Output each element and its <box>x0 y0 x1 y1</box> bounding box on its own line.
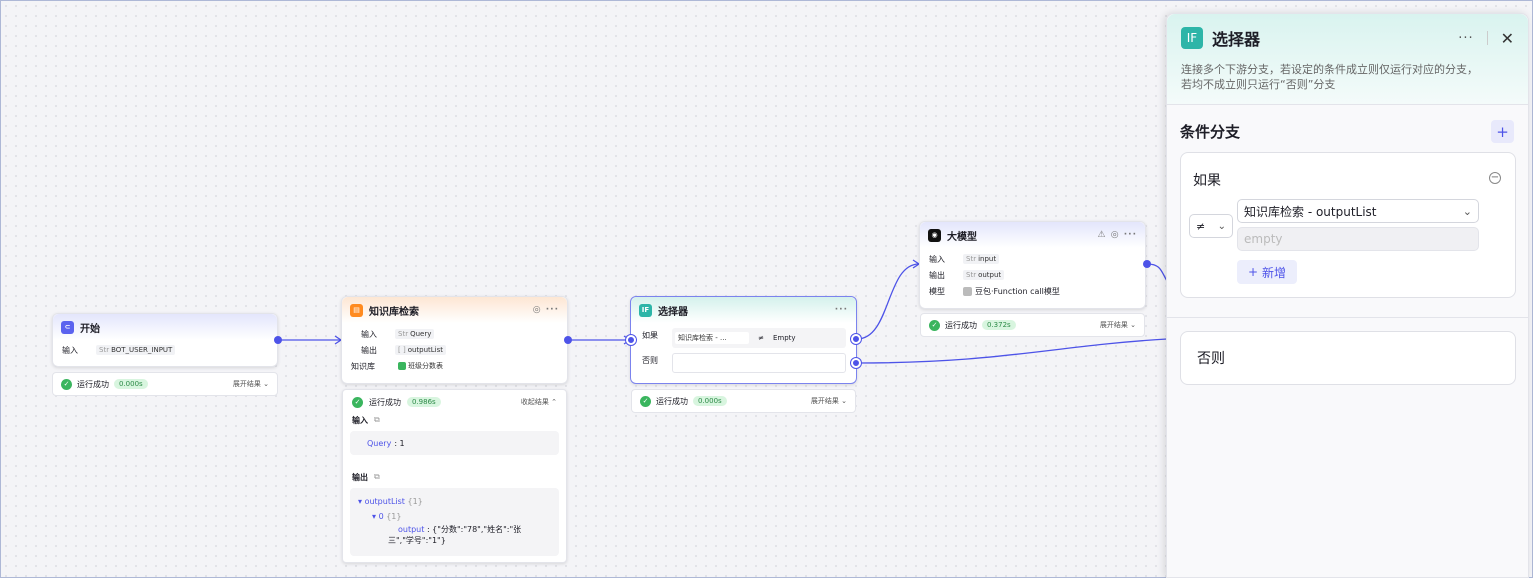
kb-knowledge-chip: 班级分数表 <box>395 360 446 372</box>
if-branch-title: 如果 <box>1193 173 1221 189</box>
if-icon: IF <box>639 303 652 317</box>
kb-output-label: 输出 <box>361 345 377 355</box>
selector-result-bar: ✓ 运行成功 0.000s 展开结果 ⌄ <box>631 389 856 413</box>
check-icon: ✓ <box>640 395 651 407</box>
kb-time-badge: 0.986s <box>407 397 441 407</box>
selector-if-label: 如果 <box>642 331 658 340</box>
selector-input-port[interactable] <box>626 335 636 345</box>
selector-time-badge: 0.000s <box>693 396 727 406</box>
knowledge-icon: ▤ <box>350 303 363 317</box>
kb-status: 运行成功 <box>369 397 401 407</box>
check-icon: ✓ <box>929 319 940 331</box>
kb-res-output-tree: ▾ outputList {1} ▾ 0 {1} output : {"分数":… <box>350 488 559 556</box>
selector-more-icon[interactable]: ··· <box>834 305 848 315</box>
llm-time-badge: 0.372s <box>982 320 1016 330</box>
kb-more-icon[interactable]: ◎ ··· <box>532 305 559 315</box>
chevron-down-icon: ⌄ <box>1462 204 1472 218</box>
panel-title: 选择器 <box>1212 30 1261 49</box>
llm-model-value: 豆包·Function call模型 <box>963 286 1060 297</box>
else-branch-title: 否则 <box>1197 351 1225 367</box>
wire-selector-else <box>856 338 1168 364</box>
kb-collapse-button[interactable]: 收起结果 ⌃ <box>520 398 557 406</box>
else-branch-card: 否则 <box>1180 331 1516 385</box>
if-icon: IF <box>1181 27 1203 49</box>
if-branch-card: 如果 − ≠⌄ 知识库检索 - outputList⌄ empty +新增 <box>1180 152 1516 298</box>
close-icon[interactable]: ✕ <box>1500 28 1514 48</box>
add-condition-button[interactable]: +新增 <box>1237 260 1297 284</box>
start-expand-button[interactable]: 展开结果 ⌄ <box>232 380 269 388</box>
llm-result-bar: ✓ 运行成功 0.372s 展开结果 ⌄ <box>920 313 1145 337</box>
remove-branch-icon[interactable]: − <box>1489 172 1501 184</box>
llm-input-label: 输入 <box>929 254 945 264</box>
kb-result-panel: ✓ 运行成功 0.986s 收起结果 ⌃ 输入 ⧉ Query: 1 输出 ⧉ ▾ … <box>342 389 567 563</box>
start-status: 运行成功 <box>77 379 109 389</box>
llm-model-label: 模型 <box>929 286 945 296</box>
copy-icon[interactable]: ⧉ <box>374 472 380 481</box>
plus-icon: + <box>1247 265 1259 279</box>
panel-header: IF 选择器 ··· ✕ 连接多个下游分支，若设定的条件成立则仅运行对应的分支，… <box>1167 14 1528 104</box>
selector-condition: 知识库检索 - ... ≠ Empty <box>672 328 846 348</box>
start-result-bar: ✓ 运行成功 0.000s 展开结果 ⌄ <box>52 372 278 396</box>
llm-expand-button[interactable]: 展开结果 ⌄ <box>1099 321 1136 329</box>
selector-else-label: 否则 <box>642 356 658 365</box>
model-icon: ◉ <box>928 228 941 242</box>
selector-config-panel: IF 选择器 ··· ✕ 连接多个下游分支，若设定的条件成立则仅运行对应的分支，… <box>1166 13 1529 578</box>
wire-selector-llm <box>856 263 920 340</box>
check-icon: ✓ <box>61 378 72 390</box>
llm-status: 运行成功 <box>945 320 977 330</box>
chevron-down-icon: ⌄ <box>1217 220 1226 232</box>
kb-output-chip: [ ]outputList <box>395 345 447 355</box>
selector-else-box <box>672 353 846 373</box>
start-input-label: 输入 <box>62 345 78 355</box>
variable-select[interactable]: 知识库检索 - outputList⌄ <box>1237 199 1479 223</box>
start-output-port[interactable] <box>274 336 282 344</box>
llm-output-label: 输出 <box>929 270 945 280</box>
kb-input-label: 输入 <box>361 329 377 339</box>
selector-else-port[interactable] <box>851 358 861 368</box>
kb-node-title: 知识库检索 <box>369 306 419 318</box>
llm-more-icon[interactable]: ⚠ ◎ ··· <box>1097 230 1137 240</box>
check-icon: ✓ <box>352 396 363 408</box>
selector-node[interactable]: IF 选择器 ··· 如果 知识库检索 - ... ≠ Empty 否则 <box>630 296 857 384</box>
llm-output-port[interactable] <box>1143 260 1151 268</box>
kb-knowledge-label: 知识库 <box>351 361 375 371</box>
selector-node-title: 选择器 <box>658 306 688 318</box>
kb-res-input-box: Query: 1 <box>350 431 559 455</box>
value-input[interactable]: empty <box>1237 227 1479 251</box>
start-icon: ⊂ <box>61 320 74 334</box>
kb-output-port[interactable] <box>564 336 572 344</box>
selector-status: 运行成功 <box>656 396 688 406</box>
selector-if-port[interactable] <box>851 334 861 344</box>
kb-res-input-label: 输入 <box>352 415 368 425</box>
kb-res-output-label: 输出 <box>352 472 368 482</box>
operator-select[interactable]: ≠⌄ <box>1189 214 1233 238</box>
start-time-badge: 0.000s <box>114 379 148 389</box>
more-icon[interactable]: ··· <box>1458 30 1474 46</box>
copy-icon[interactable]: ⧉ <box>374 415 380 424</box>
add-branch-button[interactable]: + <box>1491 120 1514 143</box>
selector-expand-button[interactable]: 展开结果 ⌄ <box>810 397 847 405</box>
section-title: 条件分支 <box>1180 123 1241 141</box>
start-node-title: 开始 <box>80 323 100 335</box>
llm-node-title: 大模型 <box>947 231 977 243</box>
panel-description: 连接多个下游分支，若设定的条件成立则仅运行对应的分支，若均不成立则只运行“否则”… <box>1181 63 1478 91</box>
